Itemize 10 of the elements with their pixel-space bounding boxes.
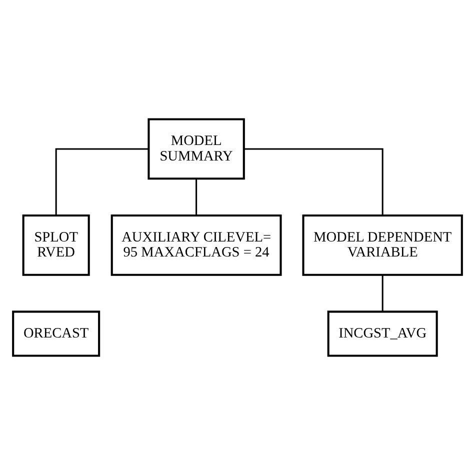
node-box: AUXILIARY CILEVEL= 95 MAXACFLAGS = 24 (110, 214, 282, 276)
node-box: MODEL DEPENDENT VARIABLE (302, 214, 462, 276)
connector (195, 178, 197, 215)
connector (381, 274, 383, 312)
node-box: INCGST_AVG (326, 310, 438, 356)
node-box: MODEL SUMMARY (147, 118, 244, 180)
connector (244, 148, 383, 215)
node-box: SPLOT RVED (22, 214, 90, 276)
connector (54, 148, 148, 215)
node-box: ORECAST (12, 310, 100, 356)
